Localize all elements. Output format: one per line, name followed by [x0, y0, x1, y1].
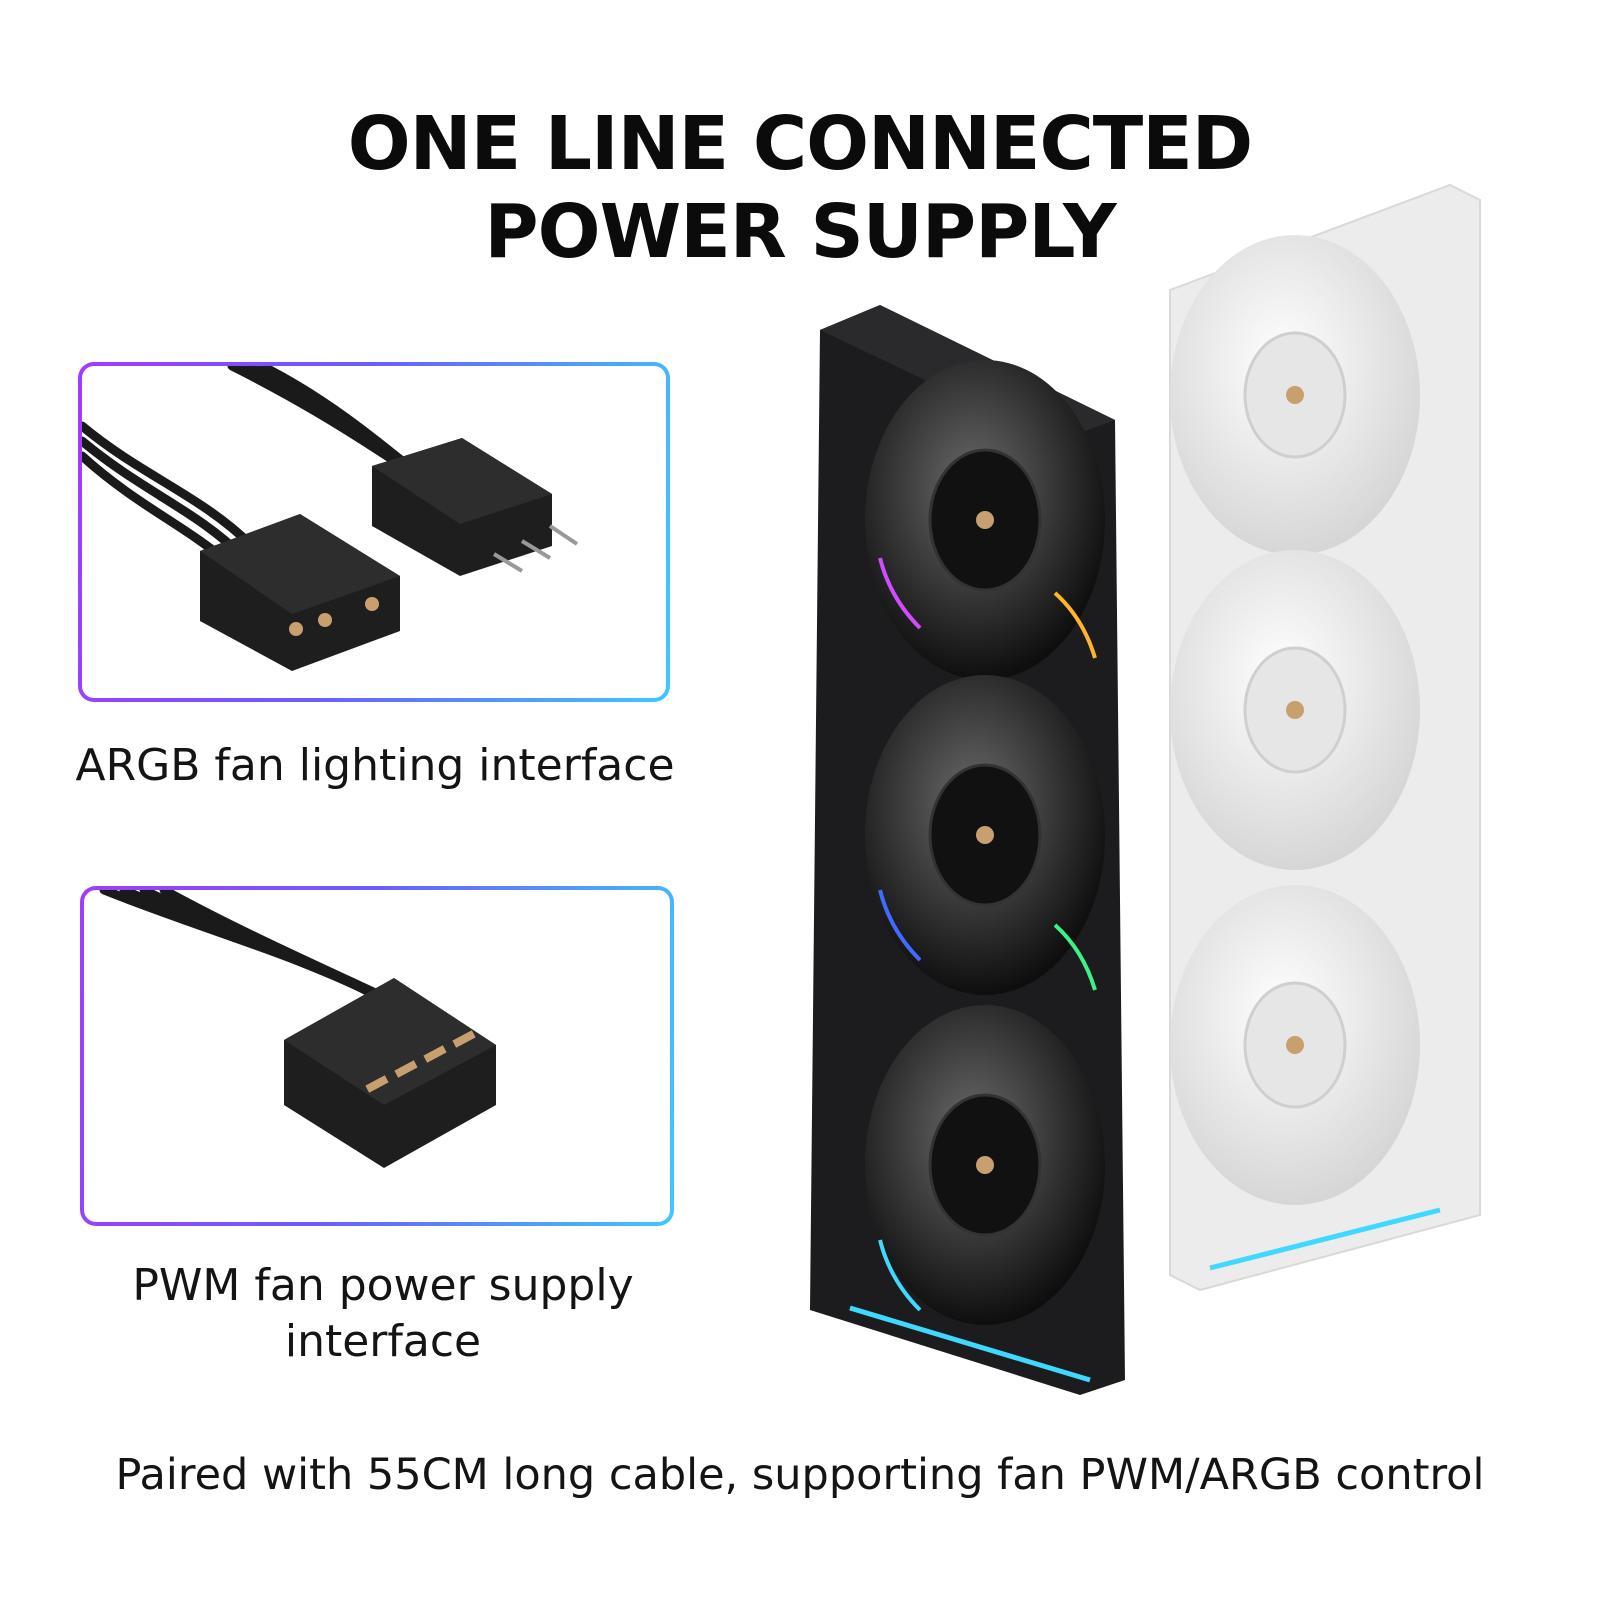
argb-caption: ARGB fan lighting interface: [75, 740, 675, 791]
headline-line-1: ONE LINE CONNECTED: [347, 101, 1253, 187]
white-fan: [1169, 183, 1481, 1292]
footer-text: Paired with 55CM long cable, supporting …: [115, 1450, 1485, 1500]
headline-line-2: POWER SUPPLY: [484, 189, 1116, 275]
pwm-connector-illustration: [99, 890, 496, 1168]
pwm-caption-line-2: interface: [284, 1316, 482, 1367]
argb-connector-illustration: [82, 366, 579, 671]
pwm-caption: PWM fan power supply interface: [78, 1258, 688, 1370]
headline: ONE LINE CONNECTED POWER SUPPLY: [0, 100, 1600, 276]
argb-connector-panel: [78, 362, 670, 702]
pwm-caption-line-1: PWM fan power supply: [132, 1260, 634, 1311]
black-fan: [810, 305, 1125, 1395]
fans-illustration: [790, 180, 1510, 1410]
pwm-connector-panel: [80, 886, 674, 1226]
